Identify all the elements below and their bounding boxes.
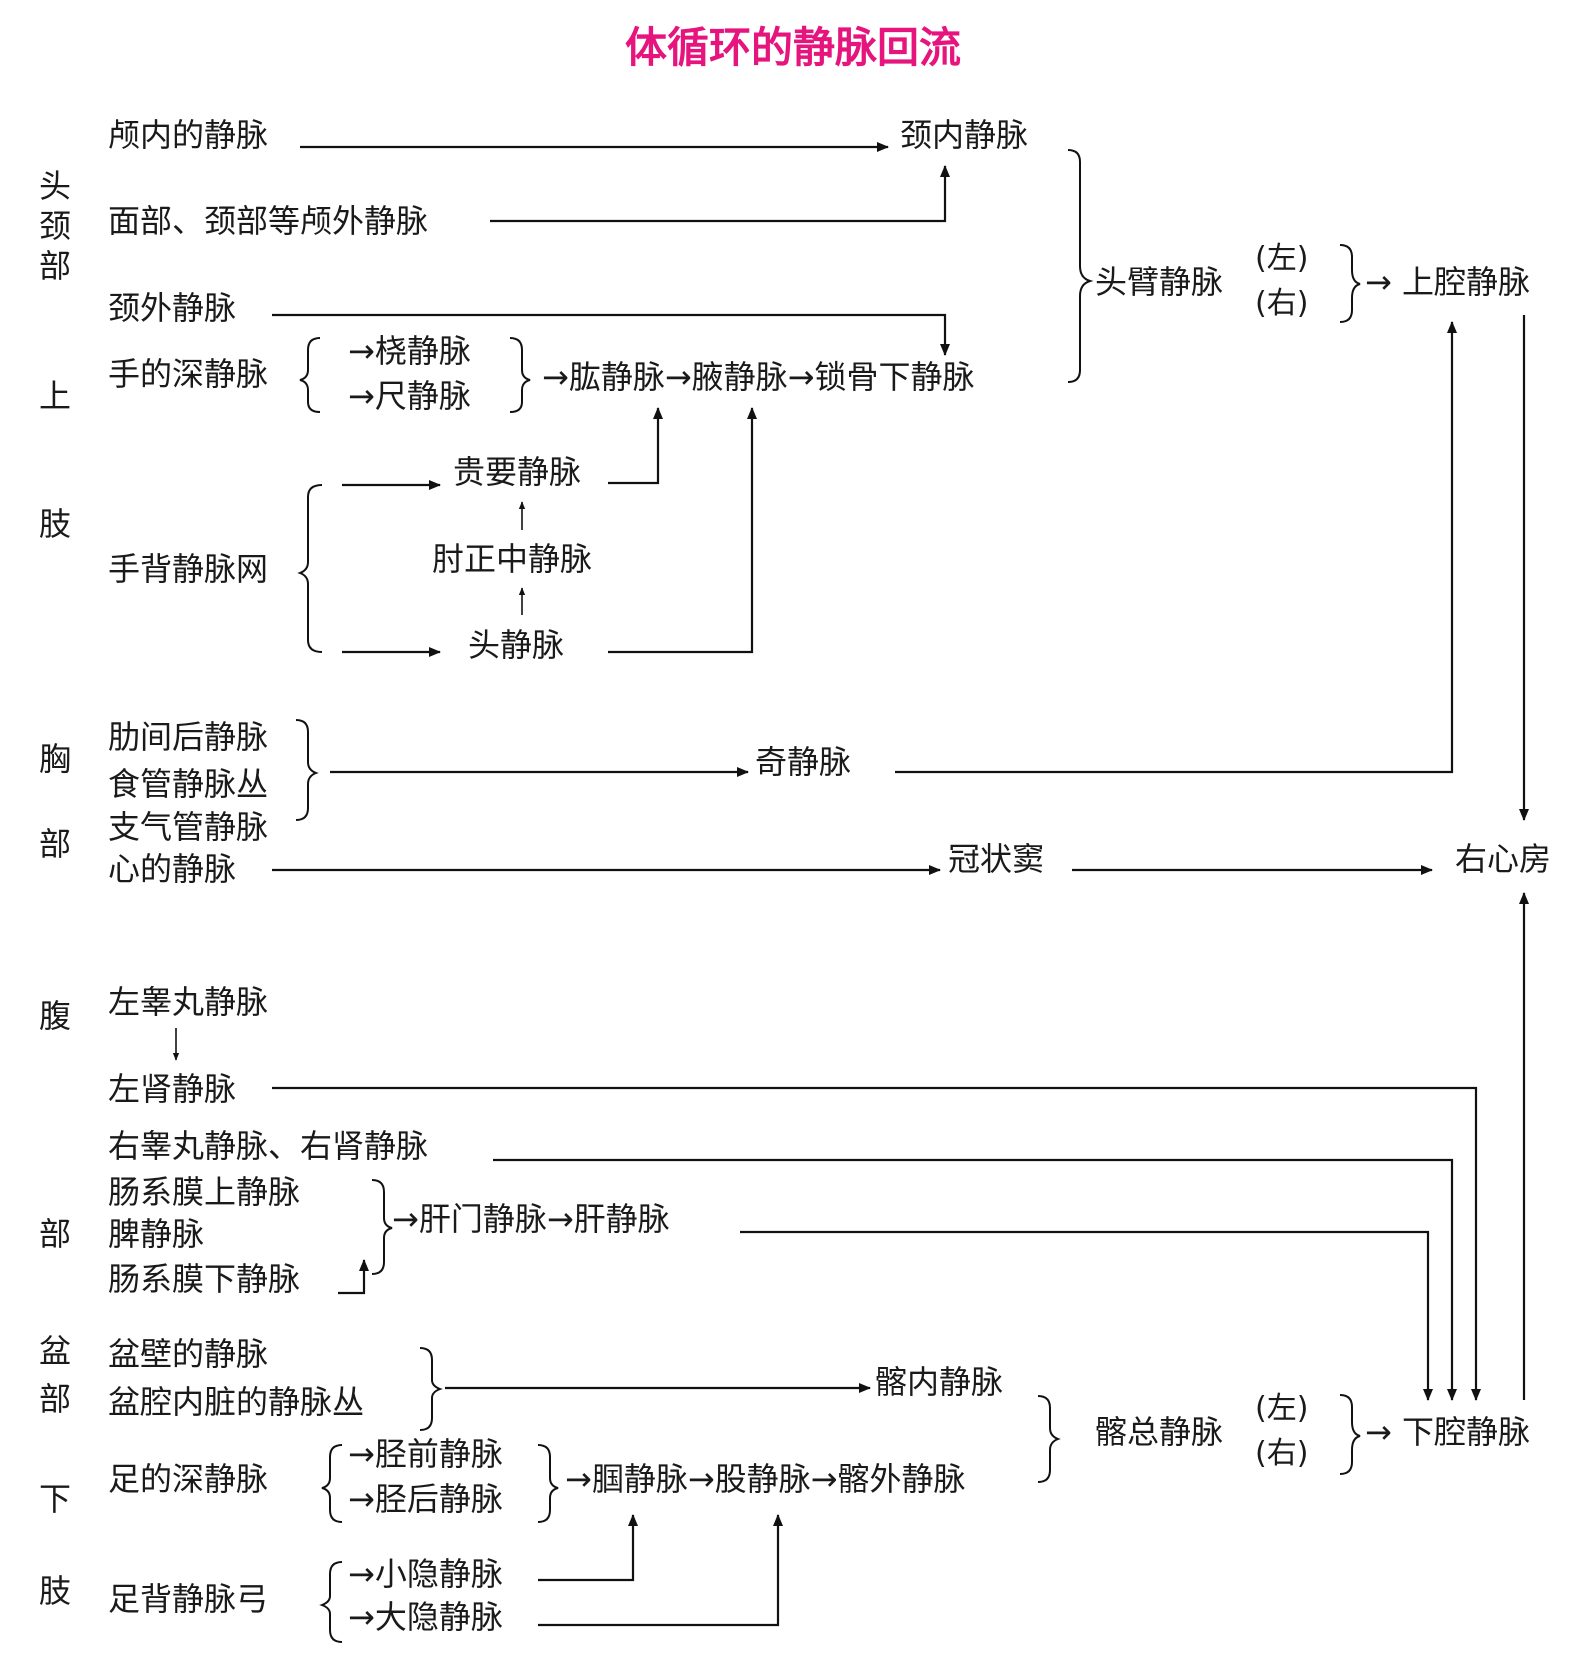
region-pelvis-1: 盆	[39, 1332, 71, 1370]
diagram-title: 体循环的静脉回流	[625, 23, 961, 72]
region-upper-limb-2: 肢	[39, 505, 71, 543]
node-bronchial: 支气管静脉	[108, 808, 268, 846]
brace-pelvis	[419, 1347, 443, 1431]
connectors	[172, 142, 1529, 1627]
brace-left-right-lower	[1339, 1394, 1361, 1475]
node-dorsal-foot: 足背静脉弓	[108, 1580, 268, 1618]
arrow-basilic-to-brachial	[608, 407, 663, 485]
brace-head-to-brachiocephalic	[1067, 149, 1094, 383]
arrow-facial-to-int-jugular	[490, 165, 950, 223]
node-brachiocephalic: 头臂静脉	[1095, 263, 1223, 301]
arrow-azygos-to-svc	[895, 321, 1457, 774]
node-coronary-sinus: 冠状窦	[948, 840, 1044, 878]
node-portal-hepatic: →肝门静脉→肝静脉	[392, 1200, 670, 1238]
brace-thorax	[295, 719, 319, 821]
node-cephalic: 头静脉	[468, 626, 564, 664]
node-right-lower: (右)	[1255, 1436, 1308, 1471]
node-basilic: 贵要静脉	[453, 453, 581, 491]
arrow-inf-mesenteric-to-splenic	[338, 1259, 369, 1295]
node-pelvic-viscera: 盆腔内脏的静脉丛	[108, 1383, 364, 1421]
node-ulnar: →尺静脉	[348, 377, 471, 415]
node-common-iliac: 髂总静脉	[1095, 1413, 1223, 1451]
region-abdomen-2: 部	[39, 1215, 71, 1253]
node-left-upper: (左)	[1255, 241, 1308, 276]
node-esophageal: 食管静脉丛	[108, 765, 268, 803]
region-head-neck-3: 部	[39, 247, 71, 285]
node-post-tibial: →胫后静脉	[348, 1480, 503, 1518]
node-l-renal: 左肾静脉	[108, 1070, 236, 1108]
node-int-jugular: 颈内静脉	[900, 116, 1028, 154]
node-deep-hand: 手的深静脉	[108, 355, 268, 393]
brace-foot-open	[321, 1444, 343, 1523]
node-brachial-chain: →肱静脉→腋静脉→锁骨下静脉	[542, 358, 974, 396]
node-deep-foot: 足的深静脉	[108, 1460, 268, 1498]
brace-iliac	[1037, 1395, 1061, 1483]
node-ext-jugular: 颈外静脉	[108, 289, 236, 327]
node-radial: →桡静脉	[348, 332, 471, 370]
arrow-ext-jugular-to-subclavian	[272, 313, 950, 356]
region-thorax-1: 胸	[39, 740, 71, 778]
region-pelvis-2: 部	[39, 1380, 71, 1418]
node-dorsal-hand: 手背静脉网	[108, 550, 268, 588]
arrow-great-saphenous-to-femoral	[538, 1514, 783, 1627]
arrow-cephalic-to-axillary	[608, 407, 757, 654]
brace-dorsal-hand	[297, 484, 323, 653]
node-right-upper: (右)	[1255, 286, 1308, 321]
region-head-neck-2: 颈	[39, 207, 71, 245]
node-splenic: 脾静脉	[108, 1215, 204, 1253]
braces	[295, 149, 1361, 1643]
node-popliteal-chain: →腘静脉→股静脉→髂外静脉	[565, 1460, 965, 1498]
region-head-neck-1: 头	[39, 167, 71, 205]
node-cardiac: 心的静脉	[108, 850, 236, 888]
region-lower-limb-1: 下	[39, 1480, 71, 1518]
node-ant-tibial: →胫前静脉	[348, 1435, 503, 1473]
brace-foot-close	[537, 1444, 559, 1523]
brace-hand-open	[299, 337, 321, 413]
brace-left-right-upper	[1339, 244, 1361, 323]
node-post-intercostal: 肋间后静脉	[108, 718, 268, 756]
node-inf-mesenteric: 肠系膜下静脉	[108, 1260, 300, 1298]
brace-portal	[371, 1179, 393, 1275]
node-pelvic-wall: 盆壁的静脉	[108, 1335, 268, 1373]
brace-hand-close	[509, 337, 531, 413]
region-lower-limb-2: 肢	[39, 1572, 71, 1610]
node-sup-mesenteric: 肠系膜上静脉	[108, 1173, 300, 1211]
brace-dorsal-foot	[319, 1561, 343, 1643]
node-small-saphenous: →小隐静脉	[348, 1555, 503, 1593]
node-great-saphenous: →大隐静脉	[348, 1598, 503, 1636]
region-upper-limb-1: 上	[39, 377, 71, 415]
node-left-lower: (左)	[1255, 1391, 1308, 1426]
node-median-cubital: 肘正中静脉	[432, 540, 592, 578]
region-labels: 头 颈 部 上 肢 胸 部 腹 部 盆 部 下 肢	[39, 167, 71, 1610]
node-svc: → 上腔静脉	[1365, 263, 1530, 301]
region-abdomen-1: 腹	[39, 997, 71, 1035]
arrow-small-saphenous-to-popliteal	[538, 1514, 638, 1582]
node-ivc: → 下腔静脉	[1365, 1413, 1530, 1451]
arrow-hepatic-to-ivc	[740, 1230, 1433, 1401]
node-r-testicular-renal: 右睾丸静脉、右肾静脉	[108, 1127, 428, 1165]
arrow-r-renal-to-ivc	[493, 1158, 1457, 1401]
node-right-atrium: 右心房	[1455, 840, 1551, 878]
node-labels: 颅内的静脉 面部、颈部等颅外静脉 颈外静脉 颈内静脉 手的深静脉 →桡静脉 →尺…	[108, 116, 1551, 1636]
node-facial-neck: 面部、颈部等颅外静脉	[108, 202, 428, 240]
region-thorax-2: 部	[39, 825, 71, 863]
node-l-testicular: 左睾丸静脉	[108, 983, 268, 1021]
node-intracranial: 颅内的静脉	[108, 116, 268, 154]
node-int-iliac: 髂内静脉	[875, 1363, 1003, 1401]
node-azygos: 奇静脉	[755, 743, 851, 781]
arrow-l-renal-to-ivc	[272, 1086, 1481, 1401]
